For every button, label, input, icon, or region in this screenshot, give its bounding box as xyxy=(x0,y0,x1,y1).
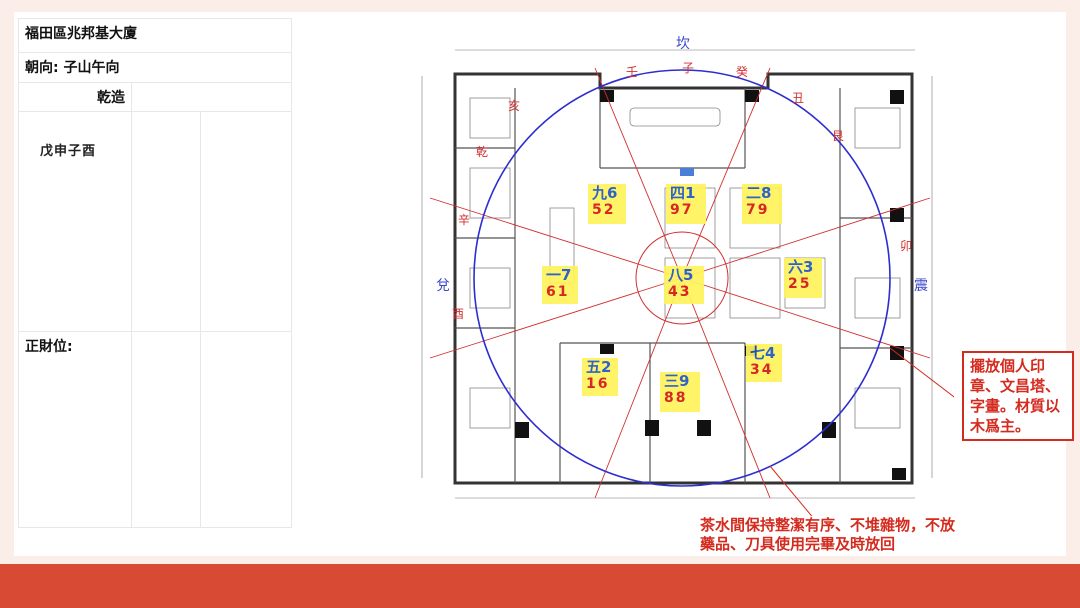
location-text: 福田區兆邦基大廈 xyxy=(25,26,137,42)
pillars-cell-2 xyxy=(131,111,201,332)
compass-gen: 艮 xyxy=(832,129,844,143)
star-box-6: 六3 25 xyxy=(784,258,822,298)
floor-plan-drawing: 坎 震 兌 子 壬 癸 丑 艮 亥 乾 辛 酉 卯 xyxy=(421,36,954,526)
pillars-cell xyxy=(18,111,132,332)
star-box-7: 五2 16 xyxy=(582,358,618,396)
star-top-5: 八5 xyxy=(668,266,694,284)
star-bot-7: 16 xyxy=(586,376,610,392)
star-bot-8: 88 xyxy=(664,390,688,406)
compass-chou: 丑 xyxy=(792,91,804,105)
wealth-label-cell: 正財位: xyxy=(18,331,132,528)
compass-qian: 乾 xyxy=(476,145,488,159)
seal-callout-text: 擺放個人印章、文昌塔、字畫。材質以木爲主。 xyxy=(970,357,1061,435)
star-bot-9: 34 xyxy=(750,362,774,378)
compass-ren: 壬 xyxy=(626,65,638,79)
star-bot-1: 52 xyxy=(592,202,616,218)
star-top-2: 四1 xyxy=(670,184,696,202)
star-top-7: 五2 xyxy=(586,358,612,376)
star-top-9: 七4 xyxy=(750,344,776,362)
star-box-2: 四1 97 xyxy=(666,184,706,224)
compass-you: 酉 xyxy=(452,307,464,321)
pantry-callout-text: 茶水間保持整潔有序、不堆雜物，不放藥品、刀具使用完畢及時放回 xyxy=(700,516,956,553)
star-box-4: 一7 61 xyxy=(542,266,578,304)
chart-label: 乾造 xyxy=(97,90,125,106)
bottom-accent-bar xyxy=(0,564,1080,608)
compass-zhen: 震 xyxy=(914,278,928,294)
star-top-6: 六3 xyxy=(788,258,814,276)
star-bot-4: 61 xyxy=(546,284,570,300)
star-top-1: 九6 xyxy=(592,184,618,202)
orientation-text: 朝向: 子山午向 xyxy=(25,60,120,76)
star-top-4: 一7 xyxy=(546,266,572,284)
orientation-cell: 朝向: 子山午向 xyxy=(18,52,292,83)
wealth-label: 正財位: xyxy=(25,339,73,355)
star-bot-3: 79 xyxy=(746,202,770,218)
star-box-1: 九6 52 xyxy=(588,184,626,224)
info-table: 福田區兆邦基大廈 朝向: 子山午向 乾造 正財位: xyxy=(18,18,292,528)
star-box-8: 三9 88 xyxy=(660,372,700,412)
star-bot-6: 25 xyxy=(788,276,812,292)
compass-dui: 兌 xyxy=(436,278,450,294)
compass-mao: 卯 xyxy=(900,239,912,253)
chart-label-cell: 乾造 xyxy=(18,82,132,112)
seal-callout: 擺放個人印章、文昌塔、字畫。材質以木爲主。 xyxy=(962,351,1074,441)
star-top-8: 三9 xyxy=(664,372,690,390)
star-bot-5: 43 xyxy=(668,284,692,300)
star-bot-2: 97 xyxy=(670,202,694,218)
location-cell: 福田區兆邦基大廈 xyxy=(18,18,292,53)
compass-kan: 坎 xyxy=(676,36,690,52)
compass-zi: 子 xyxy=(682,61,694,75)
compass-gui: 癸 xyxy=(736,65,748,79)
star-box-9: 七4 34 xyxy=(746,344,782,382)
wealth-cell-2 xyxy=(131,331,201,528)
star-box-3: 二8 79 xyxy=(742,184,782,224)
pillars-cell-3 xyxy=(200,111,292,332)
compass-hai: 亥 xyxy=(508,99,520,113)
pillars-text: 戊申子酉 xyxy=(40,144,97,159)
chart-value-cell xyxy=(131,82,292,112)
star-box-5: 八5 43 xyxy=(664,266,704,304)
star-top-3: 二8 xyxy=(746,184,772,202)
compass-xin: 辛 xyxy=(458,213,470,227)
pantry-callout: 茶水間保持整潔有序、不堆雜物，不放藥品、刀具使用完畢及時放回 xyxy=(700,516,966,556)
wealth-cell-3 xyxy=(200,331,292,528)
